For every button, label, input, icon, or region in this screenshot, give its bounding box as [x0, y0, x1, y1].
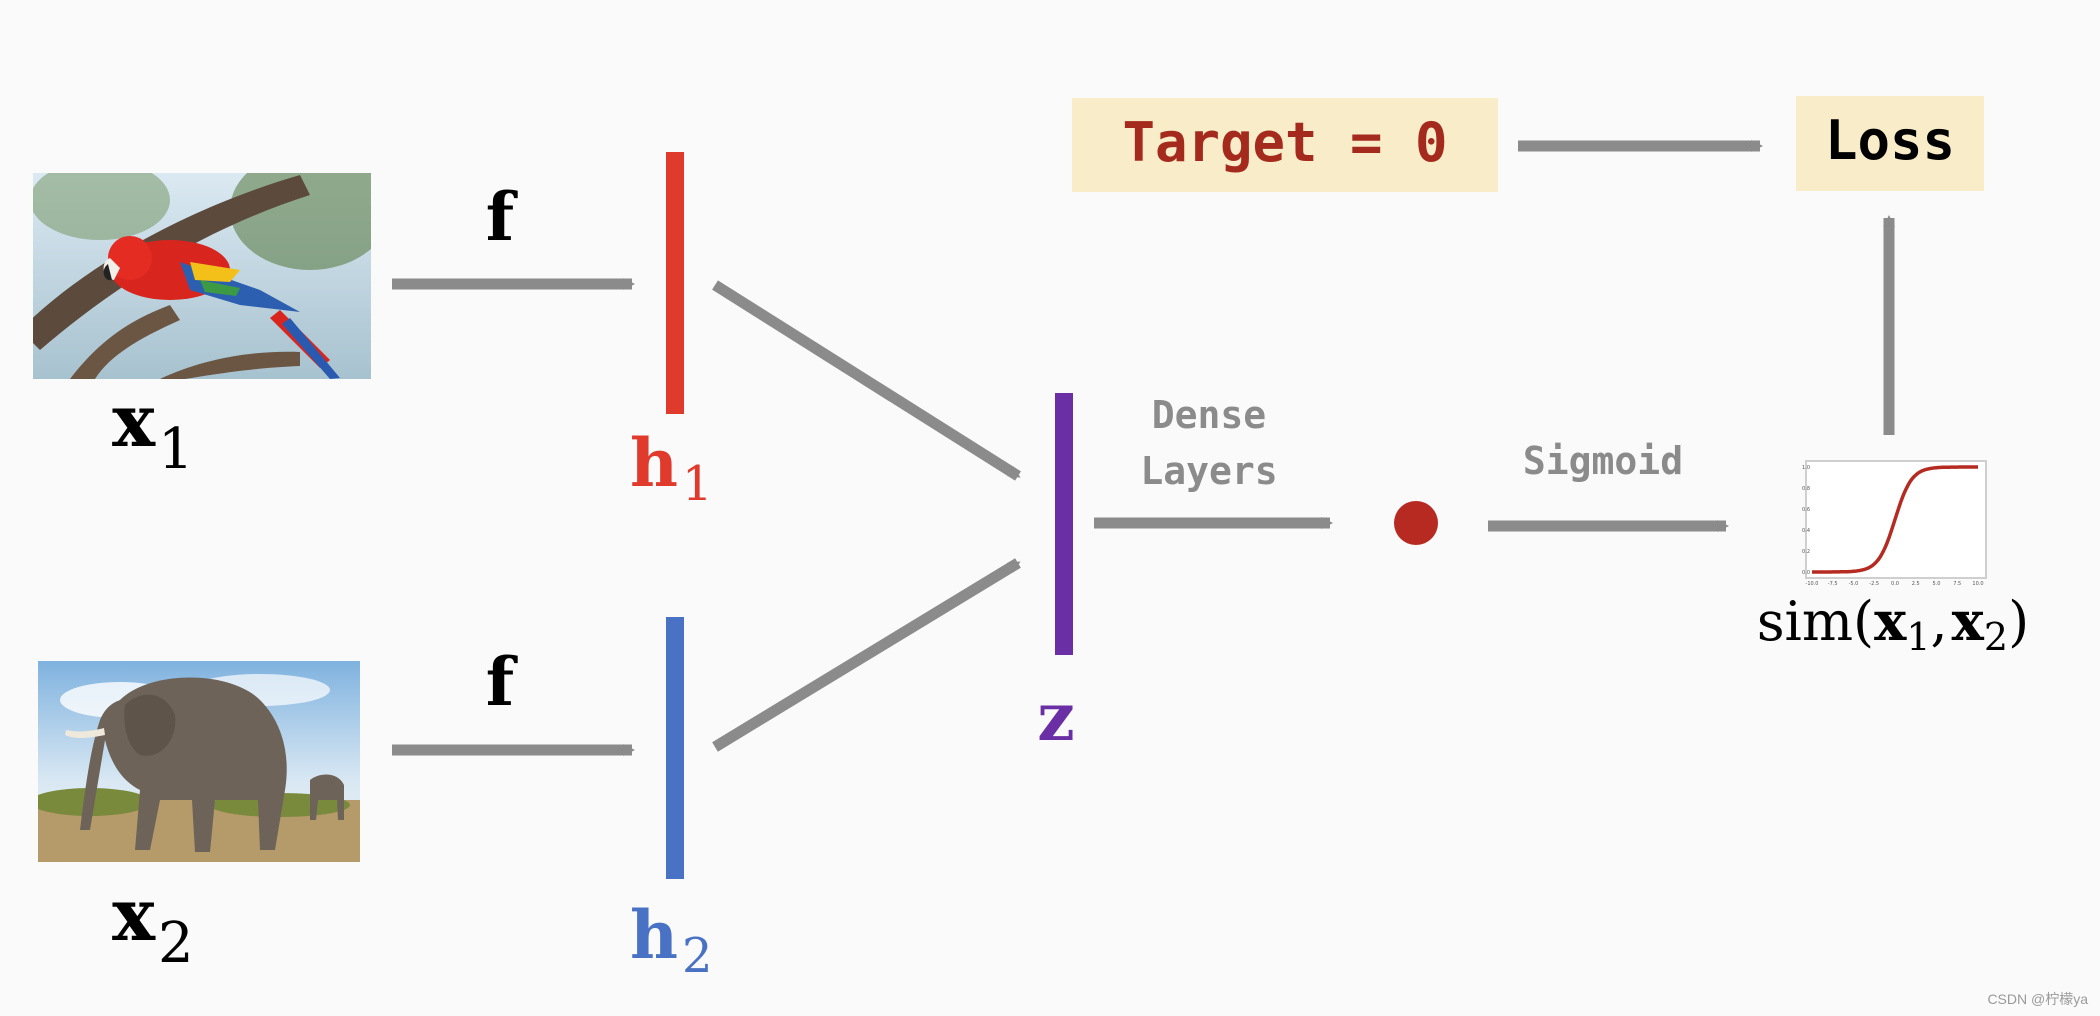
f-label-bottom: f	[486, 643, 518, 721]
dense-label-line2: Layers	[1140, 449, 1277, 493]
z-label: z	[1037, 678, 1074, 756]
x1-subscript: 1	[158, 417, 194, 482]
h2-label: h	[630, 896, 678, 974]
sigmoid-xtick-7: 7.5	[1953, 581, 1961, 587]
sigmoid-ytick-0: 0.0	[1802, 570, 1810, 576]
h1-subscript: 1	[682, 456, 713, 512]
target-box	[1072, 98, 1498, 192]
f-label-top: f	[486, 178, 518, 256]
sigmoid-xtick-1: -7.5	[1828, 581, 1838, 587]
loss-box	[1796, 96, 1984, 191]
dense-label-line1: Dense	[1152, 393, 1266, 437]
sigmoid-ytick-3: 0.6	[1802, 507, 1810, 513]
sigmoid-ytick-4: 0.8	[1802, 486, 1810, 492]
elephant-image	[38, 661, 360, 862]
x2-label: x	[112, 872, 156, 957]
x2-subscript: 2	[158, 911, 194, 976]
sigmoid-ytick-2: 0.4	[1802, 528, 1810, 534]
sigmoid-xtick-4: 0.0	[1891, 581, 1899, 587]
h2-subscript: 2	[682, 928, 713, 984]
sigmoid-plot: 0.0 0.2 0.4 0.6 0.8 1.0 -10.0 -7.5 -5.0 -2.5 0.0 2…	[1802, 460, 1987, 587]
h1-bar	[666, 152, 684, 414]
sigmoid-ytick-1: 0.2	[1802, 549, 1810, 555]
sigmoid-y-ticks: 0.0 0.2 0.4 0.6 0.8 1.0	[1802, 465, 1810, 576]
sigmoid-xtick-5: 2.5	[1912, 581, 1920, 587]
output-dot	[1394, 501, 1438, 545]
watermark: CSDN @柠檬ya	[1987, 991, 2088, 1007]
x1-label: x	[112, 378, 156, 463]
z-bar	[1055, 393, 1073, 655]
h2-bar	[666, 617, 684, 879]
sigmoid-xtick-0: -10.0	[1806, 581, 1819, 587]
parrot-image	[33, 173, 371, 379]
arrow-h2-to-z	[712, 558, 1021, 752]
sigmoid-xtick-3: -2.5	[1869, 581, 1879, 587]
sigmoid-xtick-8: 10.0	[1972, 581, 1983, 587]
h1-label: h	[630, 424, 678, 502]
sigmoid-curve	[1812, 465, 1978, 574]
similarity-label: sim(x1,x2)	[1757, 589, 2029, 659]
arrow-h1-to-z	[712, 280, 1021, 481]
sigmoid-label: Sigmoid	[1523, 439, 1683, 483]
loss-label: Loss	[1825, 109, 1955, 172]
sigmoid-xtick-6: 5.0	[1933, 581, 1941, 587]
sigmoid-ytick-5: 1.0	[1802, 465, 1810, 471]
sigmoid-xtick-2: -5.0	[1849, 581, 1859, 587]
target-label: Target = 0	[1122, 111, 1447, 174]
sigmoid-x-ticks: -10.0 -7.5 -5.0 -2.5 0.0 2.5 5.0 7.5 10.0	[1806, 581, 1984, 587]
